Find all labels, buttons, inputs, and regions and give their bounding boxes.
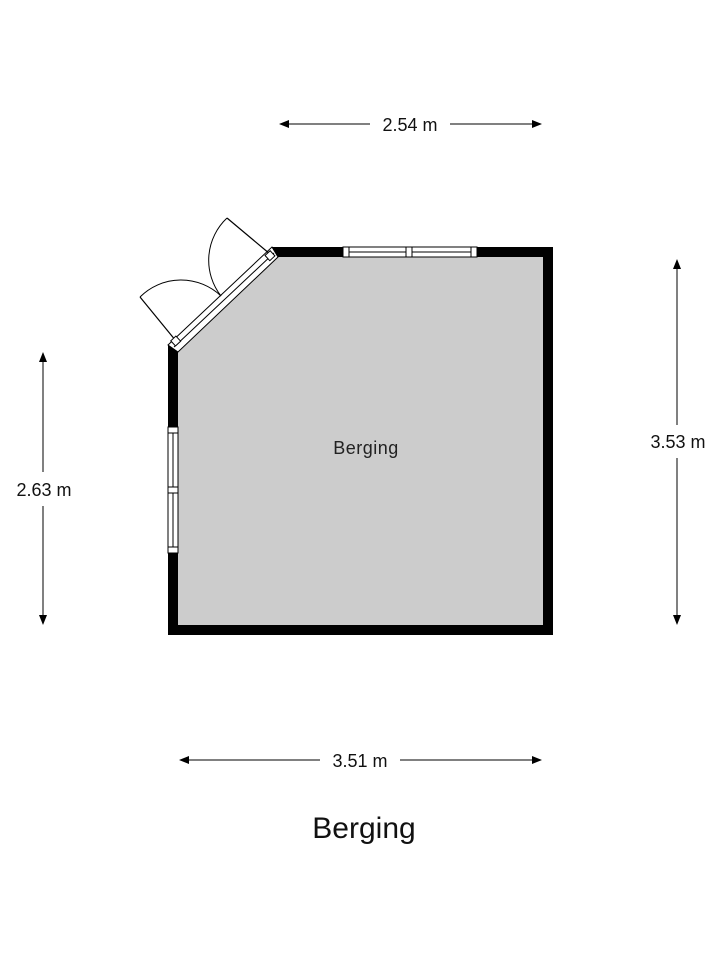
dimension-right-label: 3.53 m (650, 432, 705, 452)
room-label: Berging (333, 438, 399, 458)
dimension-right: 3.53 m (650, 259, 706, 625)
double-door (139, 217, 279, 353)
dimension-left: 2.63 m (16, 352, 72, 625)
plan-title: Berging (312, 812, 415, 845)
room-floor (178, 256, 543, 626)
dimension-top-label: 2.54 m (382, 115, 437, 135)
dimension-top: 2.54 m (279, 115, 542, 135)
top-window (342, 246, 478, 258)
dimension-bottom: 3.51 m (179, 751, 542, 771)
dimension-left-label: 2.63 m (16, 480, 71, 500)
dimension-bottom-label: 3.51 m (332, 751, 387, 771)
left-window (167, 426, 179, 554)
